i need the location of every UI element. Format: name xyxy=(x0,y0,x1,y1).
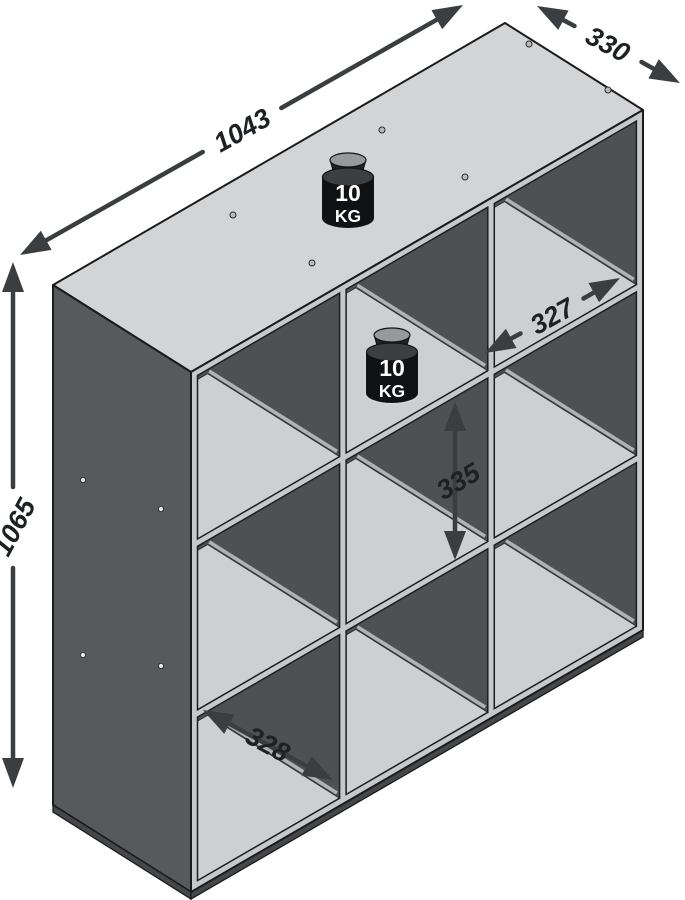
cam-hole-icon xyxy=(461,173,469,181)
cube-top-left xyxy=(196,291,341,541)
dimension-total-height: 1065 xyxy=(0,262,42,788)
cube-top-right xyxy=(493,119,638,369)
cube-bottom-left xyxy=(196,633,341,882)
arrowhead-icon xyxy=(444,531,466,560)
dimension-line xyxy=(40,149,205,245)
cube-opening-outline xyxy=(345,547,489,796)
cube-divider-highlight xyxy=(208,540,338,624)
arrowhead-icon xyxy=(485,328,517,353)
top-cam-holes xyxy=(229,40,612,267)
cube-divider-highlight xyxy=(505,197,635,281)
dimension-label-total-width: 1043 xyxy=(209,103,276,159)
cam-hole-icon xyxy=(229,211,237,219)
arrowhead-icon xyxy=(588,278,620,303)
weight-knob-top xyxy=(373,327,411,343)
cam-hole-icon xyxy=(525,40,533,48)
cam-hole-icon xyxy=(80,652,87,659)
arrowhead-icon xyxy=(537,6,569,30)
cube-middle-right xyxy=(493,290,638,540)
cube-middle-left xyxy=(196,462,341,712)
dimension-label-total-height: 1065 xyxy=(0,493,42,561)
cube-divider-highlight xyxy=(356,283,487,367)
cube-opening-outline xyxy=(196,633,341,882)
cam-hole-icon xyxy=(157,663,164,670)
dimension-line xyxy=(223,719,313,771)
arrowhead-icon xyxy=(431,5,463,30)
side-cam-holes xyxy=(80,476,164,670)
cube-divider-highlight xyxy=(356,625,487,709)
cube-divider-highlight xyxy=(208,369,338,453)
weight-body xyxy=(366,351,418,403)
cube-divider-highlight xyxy=(505,368,635,452)
cube-bottom-right xyxy=(493,461,638,710)
arrowhead-icon xyxy=(444,402,466,431)
weight-body xyxy=(322,176,374,228)
cube-opening-outline xyxy=(196,291,341,541)
cube-opening-outline xyxy=(493,290,638,540)
dimension-line xyxy=(279,15,443,111)
weight-unit: KG xyxy=(379,381,405,401)
weight-value: 10 xyxy=(379,355,405,381)
weight-icon-top-load: 10 KG xyxy=(320,152,376,230)
weight-unit: KG xyxy=(335,206,361,226)
cube-opening-outline xyxy=(493,461,638,710)
arrowhead-icon xyxy=(2,758,24,788)
left-side-panel xyxy=(52,284,192,893)
weight-icon-shelf-load: 10 KG xyxy=(364,327,420,405)
cube-opening-outline xyxy=(345,205,489,455)
weight-value: 10 xyxy=(335,180,361,206)
cam-hole-icon xyxy=(378,126,386,134)
cam-hole-icon xyxy=(157,505,164,512)
cube-opening-outline xyxy=(196,462,341,712)
cam-hole-icon xyxy=(80,476,87,483)
cube-divider-highlight xyxy=(356,454,487,538)
cube-opening-outline xyxy=(345,376,489,626)
shelf-unit xyxy=(52,22,644,900)
arrowhead-icon xyxy=(648,59,680,83)
cube-opening-outline xyxy=(493,119,638,369)
cam-hole-icon xyxy=(308,259,316,267)
cube-middle-middle xyxy=(345,376,489,626)
arrowhead-icon xyxy=(2,262,24,292)
cube-bottom-middle xyxy=(345,547,489,796)
arrowhead-icon xyxy=(20,230,52,255)
cube-divider-highlight xyxy=(505,539,635,623)
arrowhead-icon xyxy=(203,710,235,734)
dimension-label-total-depth: 330 xyxy=(581,21,635,69)
cam-hole-icon xyxy=(604,86,612,94)
weight-knob-top xyxy=(329,152,367,168)
arrowhead-icon xyxy=(301,756,333,780)
